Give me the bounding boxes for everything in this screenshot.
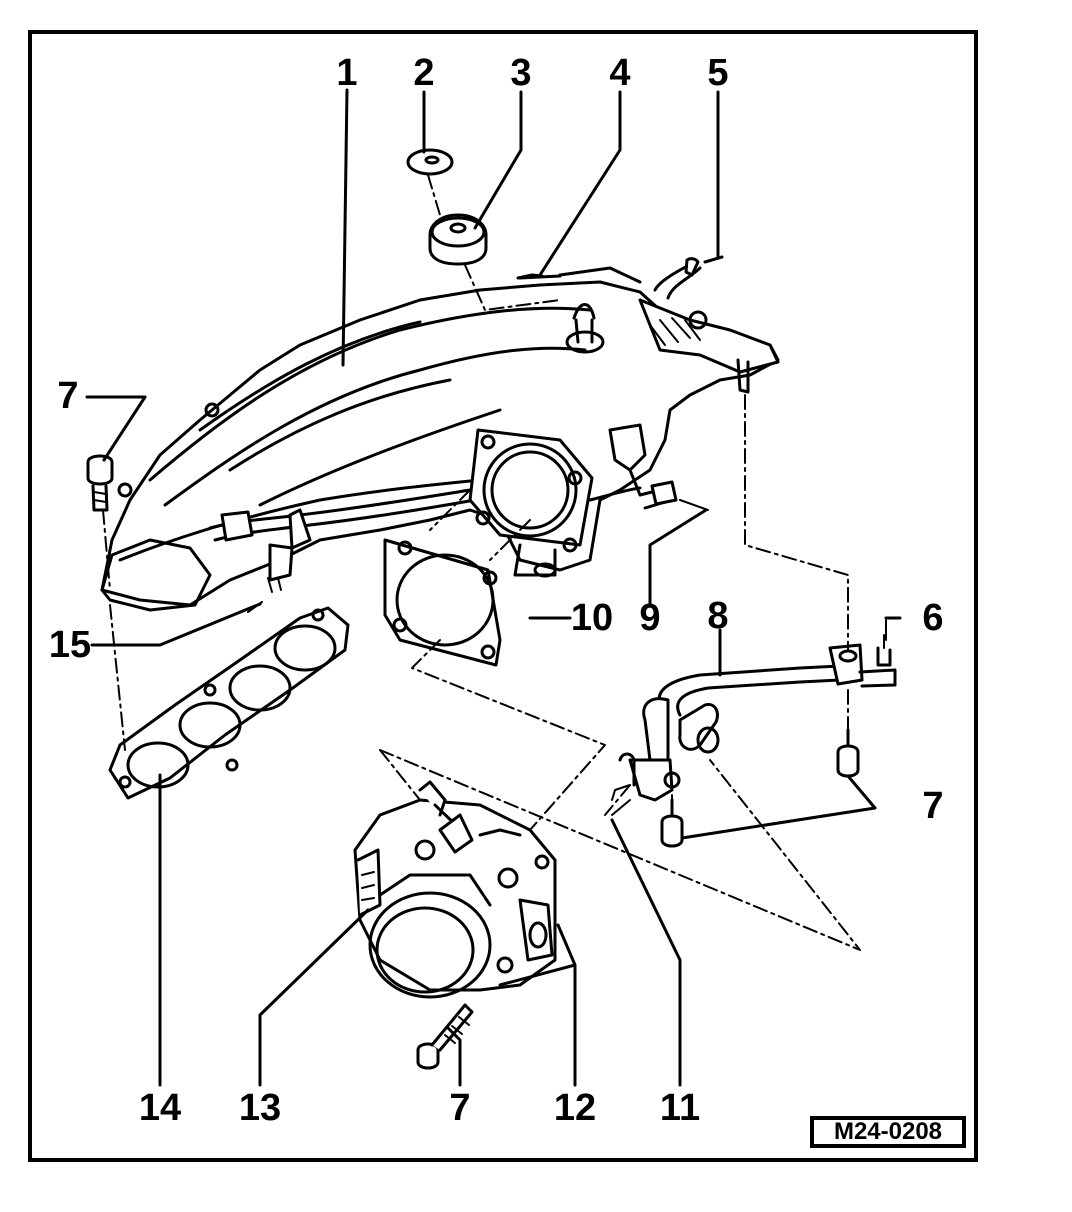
coolant-pipe-8 bbox=[611, 634, 897, 802]
bolt-part-7-left bbox=[86, 454, 114, 512]
callout-12: 12 bbox=[554, 1087, 596, 1129]
seal-part-2 bbox=[406, 148, 454, 176]
grommet-part-3 bbox=[428, 213, 488, 266]
bolt-part-7-bottom bbox=[416, 1003, 474, 1070]
callout-2: 2 bbox=[413, 52, 434, 94]
callout-9: 9 bbox=[639, 597, 660, 639]
callout-4: 4 bbox=[609, 52, 630, 94]
hose-clip-9 bbox=[650, 480, 709, 511]
callout-13: 13 bbox=[239, 1087, 281, 1129]
callout-14: 14 bbox=[139, 1087, 181, 1129]
callout-15: 15 bbox=[49, 624, 91, 666]
throttle-body-13 bbox=[353, 780, 557, 999]
callout-10: 10 bbox=[571, 597, 613, 639]
callout-6: 6 bbox=[922, 597, 943, 639]
bolt-part-7-right-upper bbox=[836, 728, 860, 778]
callout-7-bottom: 7 bbox=[449, 1087, 470, 1129]
callout-labels: 1 2 3 4 5 7 15 10 9 8 6 7 14 13 7 12 11 bbox=[49, 52, 944, 1129]
callout-11: 11 bbox=[660, 1087, 700, 1129]
callout-3: 3 bbox=[510, 52, 531, 94]
manifold-gasket-14 bbox=[108, 606, 350, 800]
callout-1: 1 bbox=[336, 52, 357, 94]
callout-7-left: 7 bbox=[57, 375, 78, 417]
callout-7-right: 7 bbox=[922, 785, 943, 827]
intake-manifold bbox=[100, 260, 780, 612]
leader-lines bbox=[85, 88, 902, 1087]
figure-code-label: M24-0208 bbox=[810, 1116, 966, 1148]
hose-clip-5 bbox=[684, 255, 724, 277]
hose-clip-11 bbox=[611, 799, 631, 816]
callout-8: 8 bbox=[707, 595, 728, 637]
assembly-lines bbox=[102, 174, 861, 951]
callout-5: 5 bbox=[707, 52, 728, 94]
throttle-gasket-10 bbox=[383, 538, 502, 667]
